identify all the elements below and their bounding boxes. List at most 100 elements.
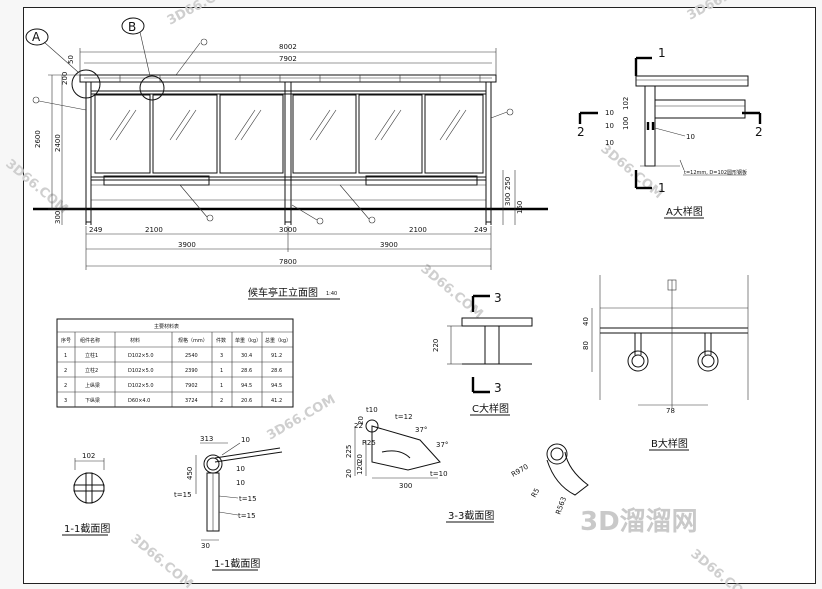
svg-text:3: 3 <box>220 353 223 359</box>
dim-left-2: 200 <box>61 72 69 85</box>
detail-a-mark-right: 2 <box>755 125 763 139</box>
svg-text:3: 3 <box>64 398 67 404</box>
svg-text:20.6: 20.6 <box>241 398 252 404</box>
svg-text:2: 2 <box>64 368 67 374</box>
material-table: 主要材料表 序号 组件名称 材料 规格（mm） 件数 单重（kg） 总重（kg）… <box>56 318 294 408</box>
section-3-3-dim-22: 22 <box>354 422 363 430</box>
svg-text:94.5: 94.5 <box>271 383 282 389</box>
section-3-3-dim-t10b: t=10 <box>430 470 448 478</box>
section-1-1-title-a: 1-1截面图 <box>64 522 110 535</box>
dim-top-total: 8002 <box>279 43 297 51</box>
dim-bottom-2: 2100 <box>145 226 163 234</box>
table-header: 组件名称 <box>80 337 100 344</box>
detail-a-dim-100: 100 <box>622 117 630 130</box>
detail-b-title: B大样图 <box>651 437 688 450</box>
section-1-1-large: 313 450 10 10 t=15 10 t=15 t=15 30 1-1截面… <box>174 435 283 571</box>
front-elevation: A B 8002 7902 <box>25 17 548 300</box>
svg-text:41.2: 41.2 <box>271 398 282 404</box>
table-header: 单重（kg） <box>235 337 261 344</box>
svg-text:2540: 2540 <box>185 353 198 359</box>
dim-left-3: 2600 <box>34 130 42 148</box>
table-row: 3 下纵梁 D60×4.0 3724 2 20.6 41.2 <box>64 397 282 404</box>
detail-a-title: A大样图 <box>666 205 703 218</box>
svg-text:30.4: 30.4 <box>241 353 252 359</box>
section-3-3-dim-20a: 20 <box>357 416 365 425</box>
elevation-title: 候车亭正立面图 <box>248 286 318 299</box>
table-header: 总重（kg） <box>265 337 291 344</box>
dim-left-4: 2400 <box>54 134 62 152</box>
svg-text:1: 1 <box>220 368 223 374</box>
dim-bottom-1: 249 <box>89 226 102 234</box>
section-3-3-dim-t12: t=12 <box>395 413 413 421</box>
section-3-3-dim-20c: 20 <box>345 469 353 478</box>
detail-c-mark-bottom: 3 <box>494 381 502 395</box>
detail-a-dim-10c: 10 <box>605 139 614 147</box>
glass-panels <box>94 94 484 174</box>
svg-text:上纵梁: 上纵梁 <box>85 382 100 389</box>
detail-a-beam <box>635 75 749 87</box>
section-3-3-dim-300: 300 <box>399 482 412 490</box>
detail-a-dim-102: 102 <box>622 97 630 110</box>
svg-text:2: 2 <box>64 383 67 389</box>
callout-circle-b <box>139 75 165 101</box>
detail-c-title: C大样图 <box>472 402 509 415</box>
pipe-section <box>73 472 105 504</box>
watermark: 3D66.COM <box>165 0 240 29</box>
detail-c: 3 3 220 C大样图 <box>432 291 533 416</box>
section-1-1-dim-102: 102 <box>82 452 95 460</box>
svg-text:1: 1 <box>220 383 223 389</box>
svg-text:7902: 7902 <box>185 383 198 389</box>
dim-bottom-7: 3900 <box>380 241 398 249</box>
svg-text:28.6: 28.6 <box>241 368 252 374</box>
svg-text:D102×5.0: D102×5.0 <box>128 383 154 389</box>
radius-bracket <box>546 451 589 496</box>
callout-label-a <box>25 28 49 46</box>
detail-c-column <box>484 325 500 365</box>
detail-c-dim-220: 220 <box>432 339 440 352</box>
detail-a-plate <box>654 99 746 119</box>
radius-pipe <box>546 443 568 465</box>
section-1-1b-dim-450: 450 <box>186 467 194 480</box>
dim-bottom-4: 2100 <box>409 226 427 234</box>
detail-a-dim-10b: 10 <box>605 122 614 130</box>
watermark: 3D66.COM <box>687 547 755 589</box>
watermark: 3D66.COM <box>127 532 195 589</box>
column-left <box>85 81 92 223</box>
section-1-1b-dim-10c: 10 <box>236 479 245 487</box>
detail-b: 40 80 78 B大样图 <box>582 275 749 451</box>
section-1-1-title-b: 1-1截面图 <box>214 557 260 570</box>
dim-bottom-total: 7800 <box>279 258 297 266</box>
callout-circle-a <box>71 69 101 99</box>
svg-text:立柱2: 立柱2 <box>85 367 98 374</box>
detail-a-mark-top: 1 <box>658 46 666 60</box>
elevation-scale: 1:40 <box>326 291 337 297</box>
section-1-1b-dim-30: 30 <box>201 542 210 550</box>
dim-bottom-5: 249 <box>474 226 487 234</box>
svg-text:D60×4.0: D60×4.0 <box>128 398 150 404</box>
dim-top-beam: 7902 <box>279 55 297 63</box>
detail-a-note: t=12mm, D=102圆形钢板 <box>684 169 747 176</box>
roof-brackets <box>119 75 481 82</box>
section-3-3-dim-t10: t10 <box>366 406 378 414</box>
table-header: 材料 <box>130 337 140 344</box>
svg-text:28.6: 28.6 <box>271 368 282 374</box>
table-border <box>56 318 294 408</box>
svg-text:下纵梁: 下纵梁 <box>85 397 100 404</box>
detail-c-mark-top: 3 <box>494 291 502 305</box>
callout-a-text: A <box>32 30 41 44</box>
table-header: 规格（mm） <box>178 337 208 344</box>
section-radius: R970 R5 R563 <box>510 443 589 516</box>
svg-text:D102×5.0: D102×5.0 <box>128 353 154 359</box>
section-3-3-dim-r25: R25 <box>362 439 376 447</box>
dim-left-5: 300 <box>54 211 62 224</box>
section-r-dim-r563: R563 <box>554 496 568 516</box>
detail-a: 1 1 2 2 102 10 100 10 10 10 <box>577 46 763 219</box>
section-3-3-title: 3-3截面图 <box>448 509 494 522</box>
detail-b-dim-78: 78 <box>666 407 675 415</box>
section-r-dim-r970: R970 <box>510 463 530 479</box>
section-3-3-dim-120: 120 <box>356 462 364 475</box>
drawing-frame <box>23 7 816 584</box>
svg-text:91.2: 91.2 <box>271 353 282 359</box>
section-3-3-dim-225: 225 <box>345 445 353 458</box>
